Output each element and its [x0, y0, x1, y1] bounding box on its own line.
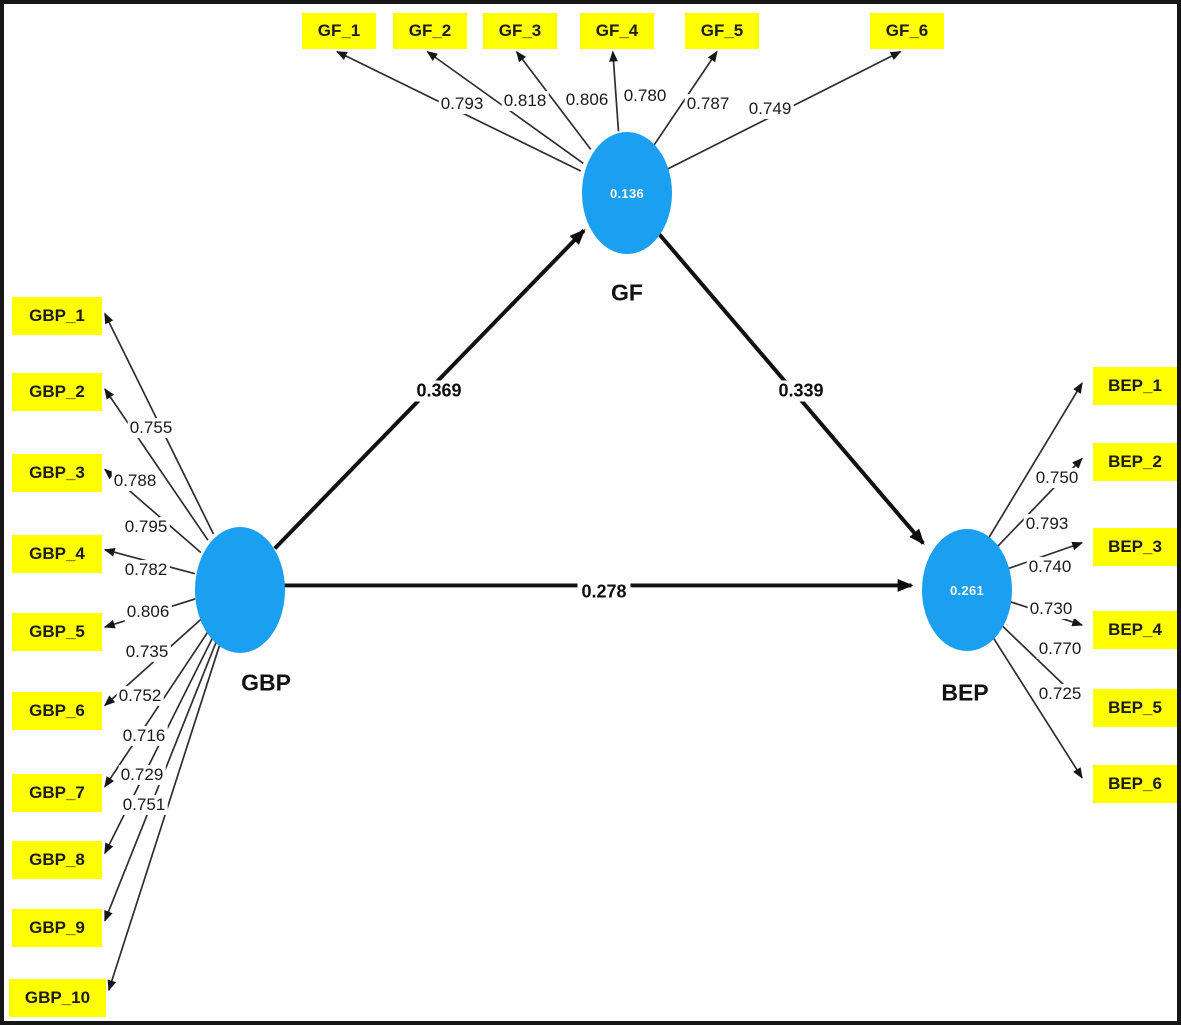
indicator-box-gbp-7: GBP_7	[12, 774, 102, 812]
indicator-box-gf-2: GF_2	[393, 13, 467, 49]
indicator-box-bep-6: BEP_6	[1093, 765, 1177, 803]
arrow	[104, 630, 210, 788]
loading-gbp-8: 0.716	[120, 726, 168, 746]
arrow	[1003, 541, 1084, 572]
arrow	[107, 642, 222, 992]
indicator-box-gbp-5: GBP_5	[12, 613, 102, 651]
indicator-box-gf-5: GF_5	[685, 13, 759, 49]
indicator-box-bep-3: BEP_3	[1093, 528, 1177, 566]
loading-gbp-3: 0.795	[122, 517, 170, 537]
path-coefficient-gbp-gf: 0.369	[412, 380, 466, 402]
indicator-box-gbp-9: GBP_9	[12, 909, 102, 947]
path-coefficient-gf-bep: 0.339	[774, 380, 828, 402]
loading-gbp-10: 0.751	[120, 795, 168, 815]
indicator-box-gf-3: GF_3	[483, 13, 557, 49]
indicator-box-gbp-10: GBP_10	[9, 979, 106, 1017]
loading-gbp-6: 0.735	[123, 642, 171, 662]
loading-gf-3: 0.806	[563, 90, 611, 110]
loading-bep-1: 0.750	[1033, 468, 1081, 488]
loading-gf-1: 0.793	[438, 94, 486, 114]
r-squared-value-gf: 0.136	[609, 185, 645, 201]
loading-gf-4: 0.780	[621, 86, 669, 106]
loading-gbp-7: 0.752	[116, 686, 164, 706]
indicator-box-gf-6: GF_6	[870, 13, 944, 49]
construct-label-gbp: GBP	[241, 669, 291, 696]
loading-gbp-4: 0.782	[122, 560, 170, 580]
path-coefficient-gbp-bep: 0.278	[577, 581, 631, 603]
loading-bep-3: 0.740	[1026, 557, 1074, 577]
indicator-box-gbp-1: GBP_1	[12, 297, 102, 335]
loading-gf-5: 0.787	[684, 94, 732, 114]
construct-bep: 0.261	[922, 529, 1012, 651]
indicator-box-bep-1: BEP_1	[1093, 367, 1177, 405]
indicator-box-gf-4: GF_4	[580, 13, 654, 49]
indicator-box-bep-2: BEP_2	[1093, 443, 1177, 481]
construct-label-bep: BEP	[941, 679, 989, 706]
arrow	[515, 50, 592, 150]
indicator-box-gbp-2: GBP_2	[12, 373, 102, 411]
indicator-box-bep-4: BEP_4	[1093, 611, 1177, 649]
arrow	[988, 630, 1083, 779]
indicator-box-gf-1: GF_1	[302, 13, 376, 49]
arrow	[609, 50, 620, 132]
r-squared-value-bep: 0.261	[949, 582, 985, 598]
arrow	[104, 388, 209, 541]
loading-bep-6: 0.725	[1036, 684, 1084, 704]
construct-gf: 0.136	[582, 132, 672, 254]
loading-gbp-9: 0.729	[118, 765, 166, 785]
loading-gbp-5: 0.806	[124, 602, 172, 622]
loading-gbp-1: 0.755	[127, 418, 175, 438]
loading-gf-6: 0.749	[746, 99, 794, 119]
loading-bep-5: 0.770	[1036, 639, 1084, 659]
construct-gbp	[195, 527, 285, 653]
loading-gf-2: 0.818	[501, 91, 549, 111]
indicator-box-gbp-3: GBP_3	[12, 454, 102, 492]
indicator-box-gbp-4: GBP_4	[12, 535, 102, 573]
loading-gbp-2: 0.788	[111, 471, 159, 491]
arrow	[987, 382, 1083, 539]
indicator-box-gbp-8: GBP_8	[12, 841, 102, 879]
construct-label-gf: GF	[611, 279, 643, 306]
indicator-box-bep-5: BEP_5	[1093, 689, 1177, 727]
indicator-box-gbp-6: GBP_6	[12, 692, 102, 730]
loading-bep-2: 0.793	[1023, 514, 1071, 534]
loading-bep-4: 0.730	[1027, 599, 1075, 619]
